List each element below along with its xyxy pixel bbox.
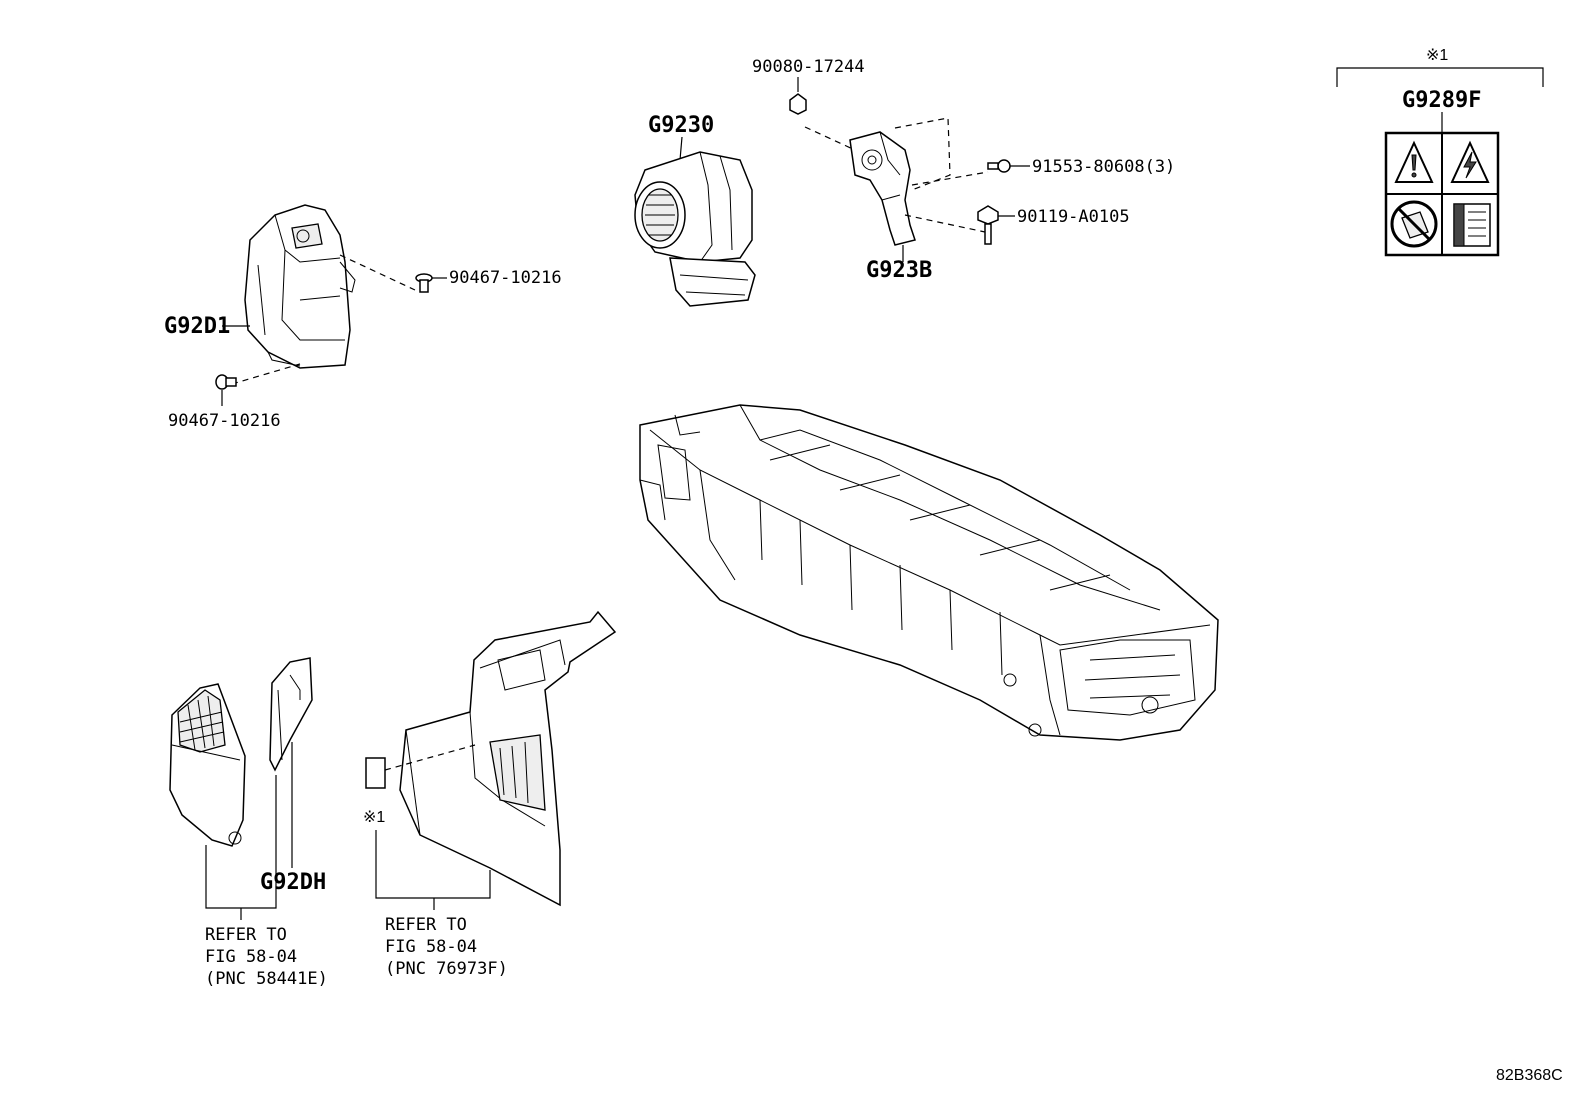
small-label-part [365, 757, 386, 789]
high-voltage-icon [1450, 140, 1490, 183]
g92d1-label: G92D1 [164, 314, 230, 339]
refer-right-line-3: (PNC 76973F) [385, 959, 508, 979]
refer-left-line-1: REFER TO [205, 925, 287, 945]
g9289f-bracket-line [1336, 67, 1544, 87]
clip-upper-dash [339, 254, 416, 291]
g92d1-duct-part [244, 204, 356, 369]
note-mark-top: ※1 [1426, 47, 1448, 64]
bolt-top-icon [789, 93, 807, 115]
bracket-dash-box [894, 117, 951, 191]
note-mark-bottom: ※1 [363, 809, 385, 826]
manual-book-icon [1453, 203, 1491, 247]
g9230-leader [679, 136, 683, 161]
battery-assembly-part [639, 404, 1219, 741]
clip-upper-label: 90467-10216 [449, 268, 562, 288]
g923b-label: G923B [866, 258, 932, 283]
g92dh-trim-part [269, 657, 313, 772]
refer-left-line-3: (PNC 58441E) [205, 969, 328, 989]
bolt-right-label: 90119-A0105 [1017, 207, 1130, 227]
refer-right-line-1: REFER TO [385, 915, 467, 935]
bolt-top-dash [804, 126, 856, 151]
bolt-right-icon [977, 205, 999, 245]
g92dh-label: G92DH [260, 870, 326, 895]
no-touch-icon [1390, 200, 1438, 248]
g9289f-caution-label-part [1384, 131, 1500, 257]
g9289f-label: G9289F [1402, 88, 1481, 113]
g923b-bracket-part [849, 131, 916, 246]
g9230-blower-part [634, 151, 756, 307]
warning-triangle-icon [1394, 140, 1434, 183]
clip-lower-label: 90467-10216 [168, 411, 281, 431]
small-label-dash [384, 744, 476, 771]
clip-lower-icon [215, 374, 237, 390]
refer-right-line-2: FIG 58-04 [385, 937, 477, 957]
screw-right-icon [987, 159, 1011, 173]
right-trim-panel-part [399, 610, 617, 907]
refer-left-line-2: FIG 58-04 [205, 947, 297, 967]
g9230-label: G9230 [648, 113, 714, 138]
bolt-right-dash [904, 214, 986, 233]
clip-upper-icon [415, 273, 433, 293]
left-cover-part [169, 683, 246, 847]
screw-right-dash [911, 171, 989, 186]
clip-lower-dash [231, 363, 301, 385]
bolt-top-label: 90080-17244 [752, 57, 865, 77]
screw-right-label: 91553-80608(3) [1032, 157, 1175, 177]
diagram-id: 82B368C [1496, 1067, 1563, 1084]
refer-right-bracket [375, 830, 491, 899]
